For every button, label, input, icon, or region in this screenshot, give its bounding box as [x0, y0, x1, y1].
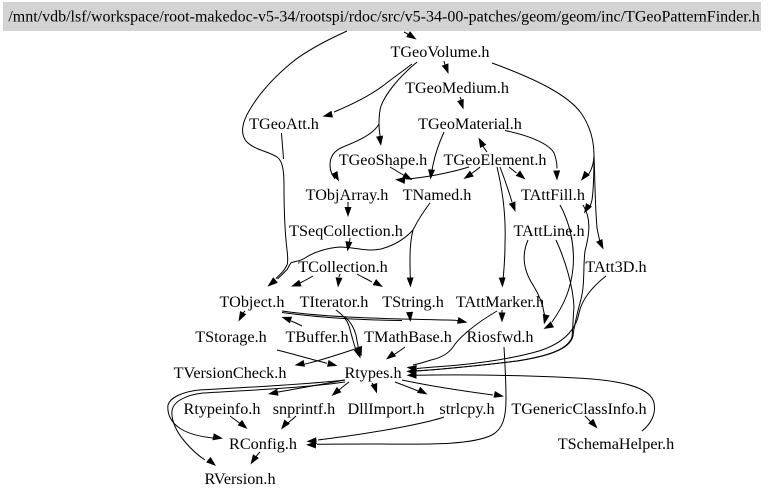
svg-text:TString.h: TString.h — [382, 293, 444, 311]
svg-text:snprintf.h: snprintf.h — [273, 400, 336, 418]
svg-text:TObject.h: TObject.h — [220, 293, 285, 311]
svg-text:TNamed.h: TNamed.h — [403, 186, 472, 204]
svg-text:Rtypes.h: Rtypes.h — [344, 364, 401, 382]
svg-text:Riosfwd.h: Riosfwd.h — [466, 328, 533, 346]
svg-text:strlcpy.h: strlcpy.h — [439, 400, 494, 418]
svg-text:Rtypeinfo.h: Rtypeinfo.h — [184, 400, 261, 418]
svg-text:TAtt3D.h: TAtt3D.h — [585, 258, 646, 276]
svg-text:TAttMarker.h: TAttMarker.h — [456, 293, 544, 311]
svg-text:TAttLine.h: TAttLine.h — [513, 222, 584, 240]
svg-text:TGeoShape.h: TGeoShape.h — [339, 151, 428, 169]
svg-text:TGeoVolume.h: TGeoVolume.h — [390, 43, 489, 61]
svg-text:TGeoMaterial.h: TGeoMaterial.h — [418, 115, 522, 133]
svg-text:TSeqCollection.h: TSeqCollection.h — [289, 222, 403, 240]
svg-text:TMathBase.h: TMathBase.h — [364, 328, 452, 346]
svg-text:TSchemaHelper.h: TSchemaHelper.h — [558, 435, 674, 453]
svg-text:TObjArray.h: TObjArray.h — [306, 186, 389, 204]
svg-text:RConfig.h: RConfig.h — [229, 435, 297, 453]
svg-text:TBuffer.h: TBuffer.h — [285, 328, 348, 346]
svg-text:TStorage.h: TStorage.h — [195, 328, 266, 346]
svg-text:TGenericClassInfo.h: TGenericClassInfo.h — [511, 400, 646, 418]
svg-text:TAttFill.h: TAttFill.h — [521, 186, 585, 204]
svg-text:TGeoElement.h: TGeoElement.h — [444, 151, 547, 169]
svg-text:TIterator.h: TIterator.h — [300, 293, 369, 311]
svg-text:DllImport.h: DllImport.h — [348, 400, 425, 418]
svg-text:TGeoMedium.h: TGeoMedium.h — [405, 79, 509, 97]
svg-text:TVersionCheck.h: TVersionCheck.h — [174, 364, 287, 382]
svg-text:RVersion.h: RVersion.h — [204, 470, 275, 488]
svg-text:/mnt/vdb/lsf/workspace/root-ma: /mnt/vdb/lsf/workspace/root-makedoc-v5-3… — [8, 9, 759, 26]
svg-text:TGeoAtt.h: TGeoAtt.h — [249, 115, 319, 133]
svg-text:TCollection.h: TCollection.h — [298, 258, 387, 276]
